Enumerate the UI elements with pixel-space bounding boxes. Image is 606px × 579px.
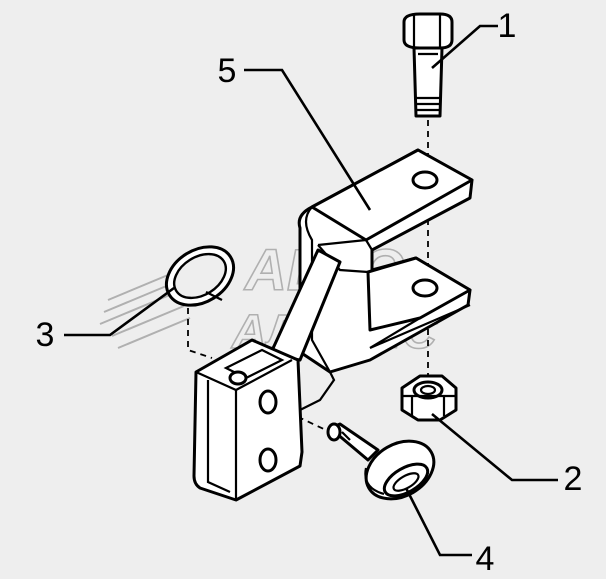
ring-axis-line [187, 308, 213, 359]
callout-3: 3 [35, 316, 55, 354]
clevis-upper-hole [258, 389, 278, 415]
clevis-lower-hole [258, 447, 278, 473]
clevis-top-hole [228, 370, 248, 386]
callout-2: 2 [563, 460, 583, 498]
callout-1: 1 [497, 7, 517, 45]
watermark-logo-mark [99, 269, 191, 349]
bracket-bottom-hole [411, 278, 439, 298]
leader-line-2 [431, 412, 558, 482]
nut [400, 374, 458, 422]
leader-line-3 [64, 286, 175, 337]
callout-5: 5 [217, 52, 237, 90]
leader-line-1 [431, 24, 498, 69]
leader-line-4 [404, 487, 472, 557]
bracket-top-hole [411, 170, 439, 190]
bracket [268, 148, 474, 374]
leader-line-5 [244, 68, 372, 211]
bolt [402, 12, 454, 118]
clevis-plate [192, 338, 336, 502]
pin [326, 422, 436, 501]
callout-4: 4 [475, 540, 495, 578]
retaining-ring [165, 245, 235, 307]
